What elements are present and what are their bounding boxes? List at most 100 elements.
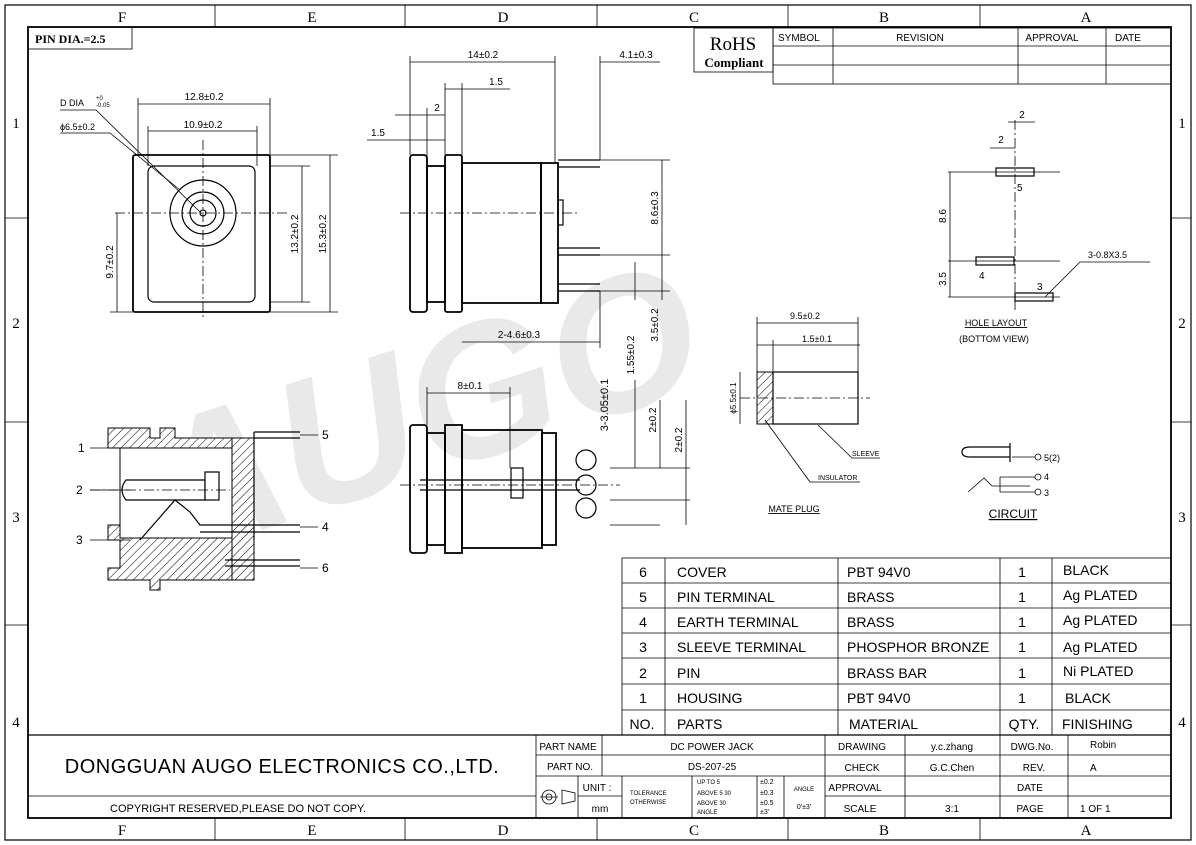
bom-finish: Ag PLATED [1063,612,1137,628]
svg-text:SCALE: SCALE [844,804,877,815]
svg-text:HOLE LAYOUT: HOLE LAYOUT [965,318,1028,328]
svg-text:+0: +0 [96,96,104,102]
svg-text:PAGE: PAGE [1016,804,1043,815]
svg-text:D DIA: D DIA [60,98,84,108]
svg-text:MATE PLUG: MATE PLUG [768,504,819,514]
svg-text:3: 3 [1044,488,1049,498]
bom-finish: Ni PLATED [1063,663,1134,679]
col-label: A [1081,10,1092,26]
bom-part: EARTH TERMINAL [677,614,799,630]
svg-text:1 OF 1: 1 OF 1 [1080,804,1111,815]
svg-text:9.7±0.2: 9.7±0.2 [105,245,116,279]
svg-text:INSULATOR: INSULATOR [818,475,857,482]
svg-text:9.5±0.2: 9.5±0.2 [790,311,820,321]
svg-text:OTHERWISE: OTHERWISE [630,800,666,806]
svg-text:10.9±0.2: 10.9±0.2 [184,120,223,131]
side-view: 14±0.2 4.1±0.3 1.5 2 1.5 8.6±0.3 3.5±0.2… [367,50,670,348]
bom-header-material: MATERIAL [849,716,918,732]
bom-no: 1 [639,690,647,706]
svg-text:CHECK: CHECK [844,763,879,774]
svg-text:15.3±0.2: 15.3±0.2 [318,214,329,253]
svg-text:8.6±0.3: 8.6±0.3 [650,191,661,225]
svg-text:1.5: 1.5 [489,77,503,88]
svg-text:1.55±0.2: 1.55±0.2 [626,335,637,374]
callout-6: 6 [322,561,329,575]
svg-text:Robin: Robin [1090,740,1116,751]
svg-text:A: A [1090,763,1097,774]
svg-text:2-4.6±0.3: 2-4.6±0.3 [498,330,541,341]
svg-text:3: 3 [1037,282,1043,293]
mate-plug: 9.5±0.2 1.5±0.1 ϕ5.5±0.1 SLEEVE INSULATO… [729,311,880,514]
bom-no: 2 [639,665,647,681]
svg-text:±0.5: ±0.5 [760,800,774,807]
svg-text:PIN DIA.=2.5: PIN DIA.=2.5 [35,32,106,46]
svg-text:3.5±0.2: 3.5±0.2 [650,308,661,342]
callout-3: 3 [76,533,83,547]
bom-material: BRASS [847,589,894,605]
bom-qty: 1 [1018,614,1026,630]
svg-text:±0.2: ±0.2 [760,779,774,786]
row-label: 4 [1178,715,1186,731]
bom-material: BRASS [847,614,894,630]
svg-text:2±0.2: 2±0.2 [648,407,659,432]
svg-text:1.5±0.1: 1.5±0.1 [802,334,832,344]
col-label: E [307,10,316,26]
row-label: 1 [12,116,20,132]
row-label: 3 [1178,510,1186,526]
bom-finish: BLACK [1065,690,1112,706]
bom-part: PIN [677,665,700,681]
copyright: COPYRIGHT RESERVED,PLEASE DO NOT COPY. [110,803,366,815]
callout-5: 5 [322,428,329,442]
title-block: DONGGUAN AUGO ELECTRONICS CO.,LTD. COPYR… [28,734,1171,818]
row-label: 2 [12,316,20,332]
bom-material: PBT 94V0 [847,690,911,706]
callout-1: 1 [78,441,85,455]
svg-text:2: 2 [998,135,1004,146]
col-label: F [118,823,126,839]
revision-table: SYMBOL REVISION APPROVAL DATE [772,27,1172,85]
circuit: 5(2) 4 3 CIRCUIT [961,443,1060,521]
svg-text:3-3.05±0.1: 3-3.05±0.1 [599,379,611,432]
column-labels-top: F E D C B A [118,10,1092,26]
bom-header-part: PARTS [677,716,722,732]
col-label: A [1081,823,1092,839]
bom-finish: Ag PLATED [1063,587,1137,603]
svg-text:APPROVAL: APPROVAL [828,783,882,794]
bom-no: 4 [639,614,647,630]
svg-text:8.6: 8.6 [938,209,949,223]
bom-qty: 1 [1018,690,1026,706]
svg-text:PART NO.: PART NO. [547,762,593,773]
svg-text:±3': ±3' [760,809,769,816]
svg-text:DRAWING: DRAWING [838,742,886,753]
col-label: D [498,10,509,26]
svg-text:ABOVE 30: ABOVE 30 [697,801,727,807]
projection-symbol-icon [540,789,576,805]
bom-header-qty: QTY. [1009,716,1040,732]
bom-qty: 1 [1018,639,1026,655]
svg-text:Compliant: Compliant [704,55,764,70]
bom-no: 6 [639,564,647,580]
svg-text:4.1±0.3: 4.1±0.3 [619,50,653,61]
col-label: B [879,10,889,26]
col-label: B [879,823,889,839]
row-label: 1 [1178,116,1186,132]
svg-text:4: 4 [979,271,985,282]
bottom-side-view: 8±0.1 3-3.05±0.1 1.55±0.2 2±0.2 2±0.2 [400,335,690,554]
front-view: 12.8±0.2 10.9±0.2 13.2±0.2 15.3±0.2 9.7±… [60,92,338,320]
svg-text:DC POWER JACK: DC POWER JACK [670,742,754,753]
svg-text:ANGLE: ANGLE [794,787,814,793]
bom-part: SLEEVE TERMINAL [677,639,806,655]
bom-qty: 1 [1018,589,1026,605]
svg-text:ϕ5.5±0.1: ϕ5.5±0.1 [729,382,738,414]
svg-text:UP TO 5: UP TO 5 [697,780,721,786]
svg-text:DATE: DATE [1017,783,1043,794]
column-labels-bottom: F E D C B A [118,823,1092,839]
svg-text:SLEEVE: SLEEVE [852,451,880,458]
col-label: C [689,823,699,839]
svg-text:REV.: REV. [1023,763,1045,774]
svg-text:CIRCUIT: CIRCUIT [989,507,1038,521]
callout-2: 2 [76,483,83,497]
pin-dia-note: PIN DIA.=2.5 [27,26,133,50]
bom-part: HOUSING [677,690,742,706]
svg-text:1.5: 1.5 [371,128,385,139]
